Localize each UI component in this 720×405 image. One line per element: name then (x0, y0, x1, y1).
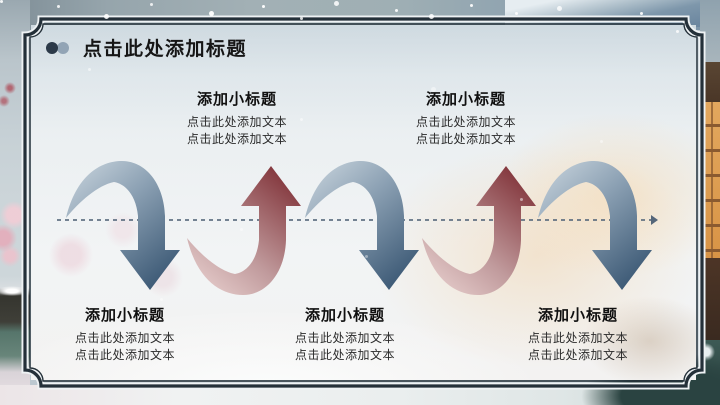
flow-arrow-up-1[interactable] (185, 158, 303, 298)
placeholder-subtitle[interactable]: 添加小标题 (84, 307, 165, 324)
placeholder-body-line: 点击此处添加文本 (415, 132, 516, 146)
background-plum-branch-left (0, 0, 30, 405)
text-placeholder-bottom-2[interactable]: 添加小标题 点击此处添加文本 点击此处添加文本 (263, 307, 427, 364)
placeholder-subtitle[interactable]: 添加小标题 (425, 91, 506, 108)
placeholder-subtitle[interactable]: 添加小标题 (537, 307, 618, 324)
slide-title[interactable]: 点击此处添加标题 (83, 39, 248, 60)
placeholder-body-line: 点击此处添加文本 (527, 348, 628, 362)
background-roof-top-right (505, 0, 720, 27)
background-snow-ground (0, 385, 720, 405)
placeholder-body-line: 点击此处添加文本 (74, 331, 175, 345)
background-lit-lattice-window (700, 102, 720, 258)
text-placeholder-bottom-3[interactable]: 添加小标题 点击此处添加文本 点击此处添加文本 (496, 307, 660, 364)
text-placeholder-top-1[interactable]: 添加小标题 点击此处添加文本 点击此处添加文本 (155, 91, 319, 148)
flow-arrow-down-3[interactable] (536, 158, 654, 298)
flow-arrow-up-2[interactable] (420, 158, 538, 298)
snowflakes-overlay (0, 0, 3, 3)
background-wood-pillar (700, 258, 720, 340)
placeholder-body-line: 点击此处添加文本 (294, 348, 395, 362)
background-sky-right (700, 0, 720, 62)
text-placeholder-bottom-1[interactable]: 添加小标题 点击此处添加文本 点击此处添加文本 (43, 307, 207, 364)
placeholder-body-line: 点击此处添加文本 (186, 132, 287, 146)
slide-content-panel: 点击此处添加标题 添加小标题 点击此处添加文本 点击此处添加文本 添加小标题 点… (31, 25, 696, 380)
placeholder-subtitle[interactable]: 添加小标题 (196, 91, 277, 108)
background-wood-beam (700, 62, 720, 102)
placeholder-body-line: 点击此处添加文本 (527, 331, 628, 345)
title-accent-dot-dark (46, 42, 58, 54)
flow-arrow-down-2[interactable] (303, 158, 421, 298)
placeholder-body-line: 点击此处添加文本 (186, 115, 287, 129)
placeholder-body-line: 点击此处添加文本 (415, 115, 516, 129)
text-placeholder-top-2[interactable]: 添加小标题 点击此处添加文本 点击此处添加文本 (384, 91, 548, 148)
placeholder-body-line: 点击此处添加文本 (294, 331, 395, 345)
placeholder-body-line: 点击此处添加文本 (74, 348, 175, 362)
placeholder-subtitle[interactable]: 添加小标题 (304, 307, 385, 324)
title-accent-dot-light (57, 42, 69, 54)
flow-arrow-down-1[interactable] (64, 158, 182, 298)
